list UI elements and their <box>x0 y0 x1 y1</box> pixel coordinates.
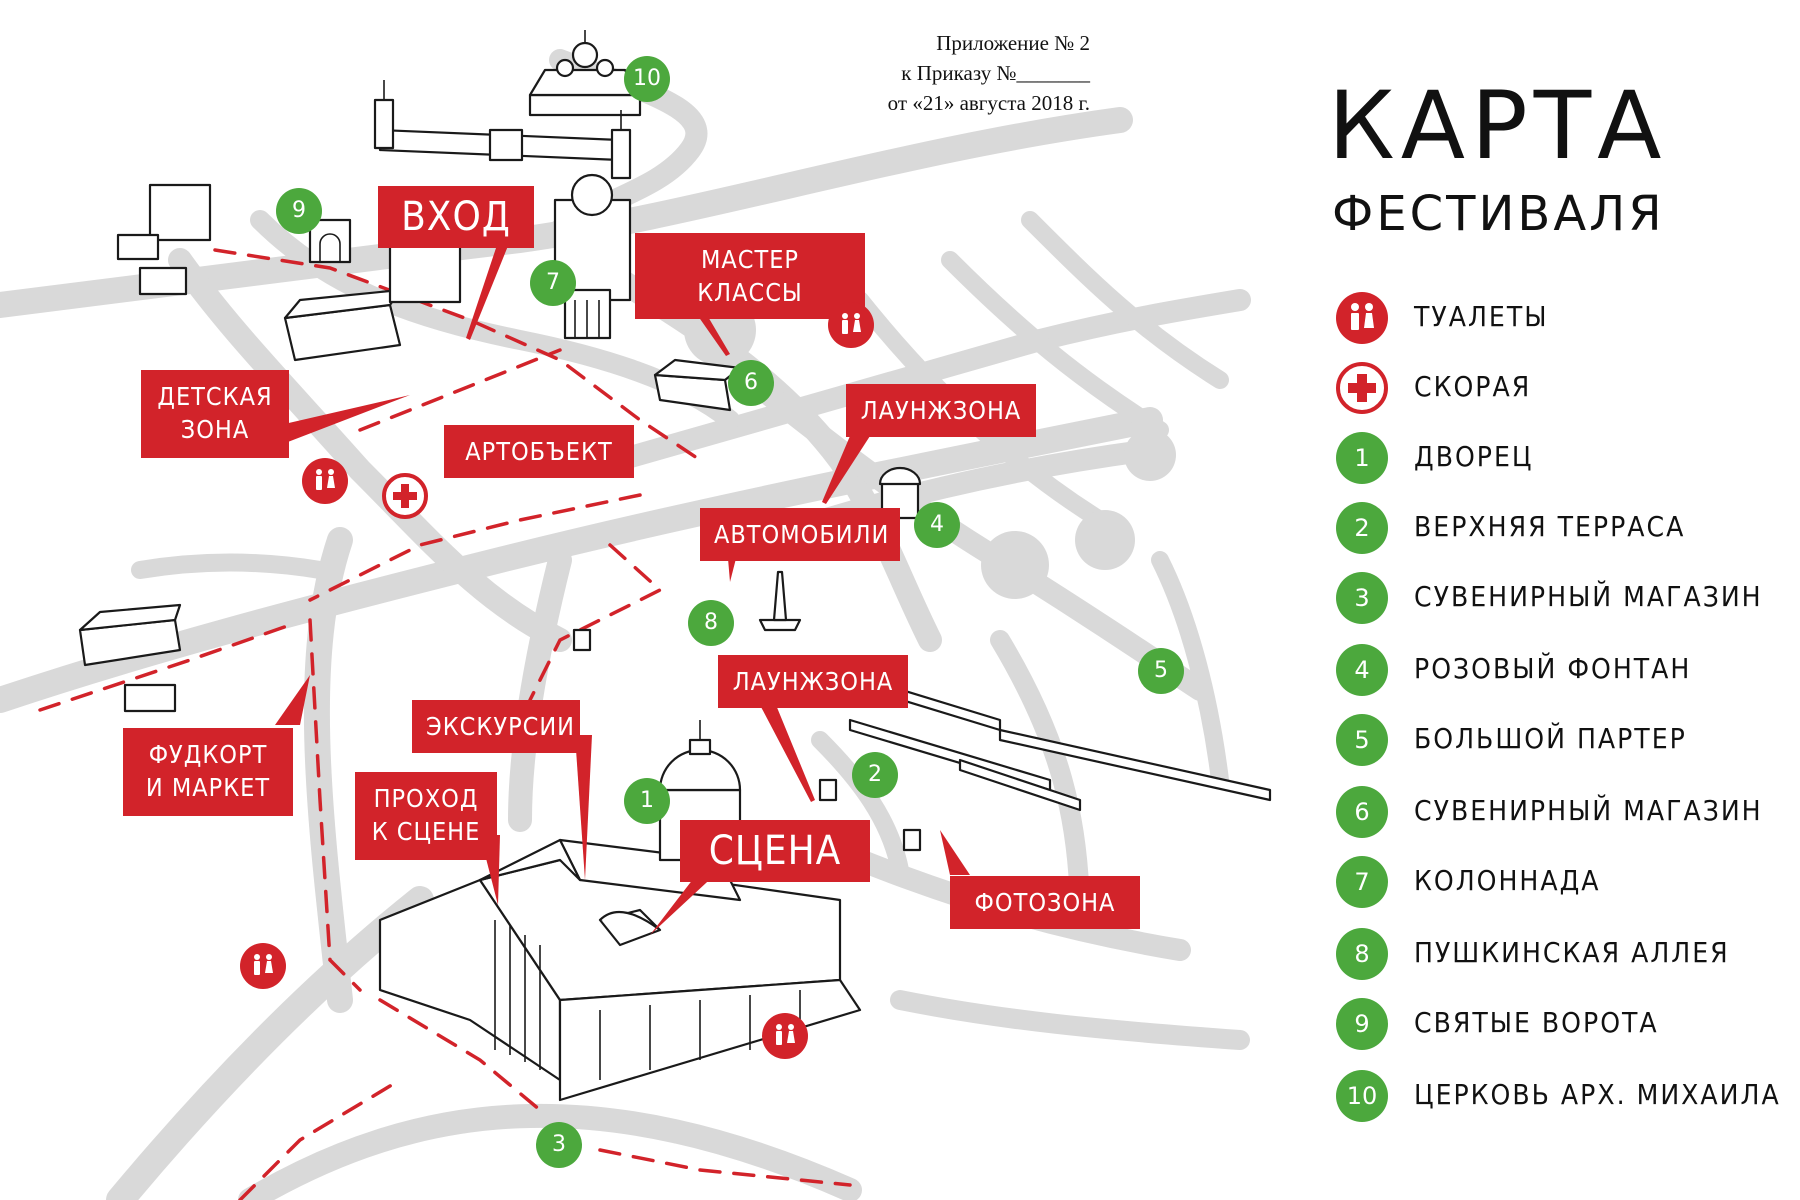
legend-item-1: 1 ДВОРЕЦ <box>1336 432 1796 484</box>
legend-label: ВЕРХНЯЯ ТЕРРАСА <box>1414 510 1686 543</box>
toilet-icon[interactable] <box>240 943 286 989</box>
market-kiosk <box>123 683 177 713</box>
legend-label: ПУШКИНСКАЯ АЛЛЕЯ <box>1414 936 1730 969</box>
legend-title: КАРТА <box>1328 72 1668 181</box>
legend-item-9: 9 СВЯТЫЕ ВОРОТА <box>1336 998 1796 1050</box>
plaza-circles <box>684 294 1176 599</box>
walking-route <box>38 248 852 1200</box>
legend-number: 5 <box>1336 714 1388 766</box>
kiosk-2 <box>818 778 838 802</box>
legend-number: 10 <box>1336 1070 1388 1122</box>
legend-label: СВЯТЫЕ ВОРОТА <box>1414 1006 1659 1039</box>
legend-subtitle: ФЕСТИВАЛЯ <box>1332 186 1665 242</box>
label-excursions[interactable]: ЭКСКУРСИИ <box>412 700 580 753</box>
obelisk-pushkin-alley <box>758 570 802 632</box>
toilet-icon <box>1336 292 1388 344</box>
label-stage[interactable]: СЦЕНА <box>680 820 870 882</box>
souvenir-shop-6-building <box>653 358 742 412</box>
legend-item-7: 7 КОЛОННАДА <box>1336 856 1796 908</box>
document-note: Приложение № 2 к Приказу №_______ от «21… <box>830 28 1090 118</box>
label-kids-zone[interactable]: ДЕТСКАЯ ЗОНА <box>141 370 289 458</box>
label-entrance[interactable]: ВХОД <box>378 186 534 248</box>
kids-zone-building <box>283 288 402 362</box>
toilet-icon[interactable] <box>828 302 874 348</box>
marker-1[interactable]: 1 <box>624 778 670 824</box>
marker-7[interactable]: 7 <box>530 260 576 306</box>
church-mikhail-building <box>528 30 642 117</box>
first-aid-cross-icon[interactable] <box>382 473 428 519</box>
marker-9[interactable]: 9 <box>276 188 322 234</box>
label-lounge-zone-1[interactable]: ЛАУНЖЗОНА <box>846 384 1036 437</box>
marker-6[interactable]: 6 <box>728 360 774 406</box>
first-aid-cross-icon <box>1336 362 1388 414</box>
legend-number: 2 <box>1336 502 1388 554</box>
legend-item-6: 6 СУВЕНИРНЫЙ МАГАЗИН <box>1336 786 1796 838</box>
kiosk-1 <box>572 628 592 652</box>
legend-label: СКОРАЯ <box>1414 370 1532 403</box>
kiosk-3 <box>902 828 922 852</box>
holy-gates-building <box>308 218 352 264</box>
legend-item-first-aid: СКОРАЯ <box>1336 362 1796 414</box>
legend-number: 9 <box>1336 998 1388 1050</box>
legend-label: ЦЕРКОВЬ АРХ. МИХАИЛА <box>1414 1078 1781 1111</box>
buildings <box>78 30 1272 1102</box>
monastery-wall <box>373 80 632 180</box>
legend-label: ДВОРЕЦ <box>1414 440 1534 473</box>
label-photo-zone[interactable]: ФОТОЗОНА <box>950 876 1140 929</box>
legend-number: 8 <box>1336 928 1388 980</box>
legend-label: ТУАЛЕТЫ <box>1414 300 1549 333</box>
legend-label: СУВЕНИРНЫЙ МАГАЗИН <box>1414 580 1763 613</box>
marker-8[interactable]: 8 <box>688 600 734 646</box>
legend-number: 3 <box>1336 572 1388 624</box>
festival-map <box>0 30 1272 1200</box>
palace-building <box>378 720 862 1102</box>
toilet-icon[interactable] <box>302 458 348 504</box>
legend-item-8: 8 ПУШКИНСКАЯ АЛЛЕЯ <box>1336 928 1796 980</box>
label-art-object[interactable]: АРТОБЪЕКТ <box>444 425 634 478</box>
label-master-classes[interactable]: МАСТЕР КЛАССЫ <box>635 233 865 319</box>
toilet-icon[interactable] <box>762 1013 808 1059</box>
colonnade-building <box>553 173 632 340</box>
document-note-line3: от «21» августа 2018 г. <box>887 91 1090 115</box>
legend-item-5: 5 БОЛЬШОЙ ПАРТЕР <box>1336 714 1796 766</box>
legend-item-4: 4 РОЗОВЫЙ ФОНТАН <box>1336 644 1796 696</box>
legend-number: 4 <box>1336 644 1388 696</box>
document-note-line2: к Приказу №_______ <box>901 61 1090 85</box>
house-1 <box>148 183 212 242</box>
legend-item-10: 10 ЦЕРКОВЬ АРХ. МИХАИЛА <box>1336 1070 1796 1122</box>
legend-number: 6 <box>1336 786 1388 838</box>
legend-item-3: 3 СУВЕНИРНЫЙ МАГАЗИН <box>1336 572 1796 624</box>
legend-panel: КАРТА ФЕСТИВАЛЯ ТУАЛЕТЫ СКОРАЯ 1 ДВОРЕЦ … <box>1300 0 1800 1200</box>
label-lounge-zone-2[interactable]: ЛАУНЖЗОНА <box>718 655 908 708</box>
legend-number: 1 <box>1336 432 1388 484</box>
label-cars[interactable]: АВТОМОБИЛИ <box>700 508 900 561</box>
legend-label: СУВЕНИРНЫЙ МАГАЗИН <box>1414 794 1763 827</box>
legend-number: 7 <box>1336 856 1388 908</box>
marker-4[interactable]: 4 <box>914 502 960 548</box>
house-3 <box>138 266 188 296</box>
terrace-balustrades <box>818 663 1272 812</box>
legend-label: РОЗОВЫЙ ФОНТАН <box>1414 652 1692 685</box>
marker-5[interactable]: 5 <box>1138 648 1184 694</box>
marker-3[interactable]: 3 <box>536 1122 582 1168</box>
document-note-line1: Приложение № 2 <box>936 31 1090 55</box>
legend-label: БОЛЬШОЙ ПАРТЕР <box>1414 722 1687 755</box>
label-stage-passage[interactable]: ПРОХОД К СЦЕНЕ <box>355 772 497 860</box>
house-2 <box>116 233 160 261</box>
marker-2[interactable]: 2 <box>852 752 898 798</box>
legend-item-2: 2 ВЕРХНЯЯ ТЕРРАСА <box>1336 502 1796 554</box>
marker-10[interactable]: 10 <box>624 56 670 102</box>
foodcourt-building <box>78 603 182 667</box>
legend-label: КОЛОННАДА <box>1414 864 1601 897</box>
legend-item-toilets: ТУАЛЕТЫ <box>1336 292 1796 344</box>
label-foodcourt-market[interactable]: ФУДКОРТ И МАРКЕТ <box>123 728 293 816</box>
